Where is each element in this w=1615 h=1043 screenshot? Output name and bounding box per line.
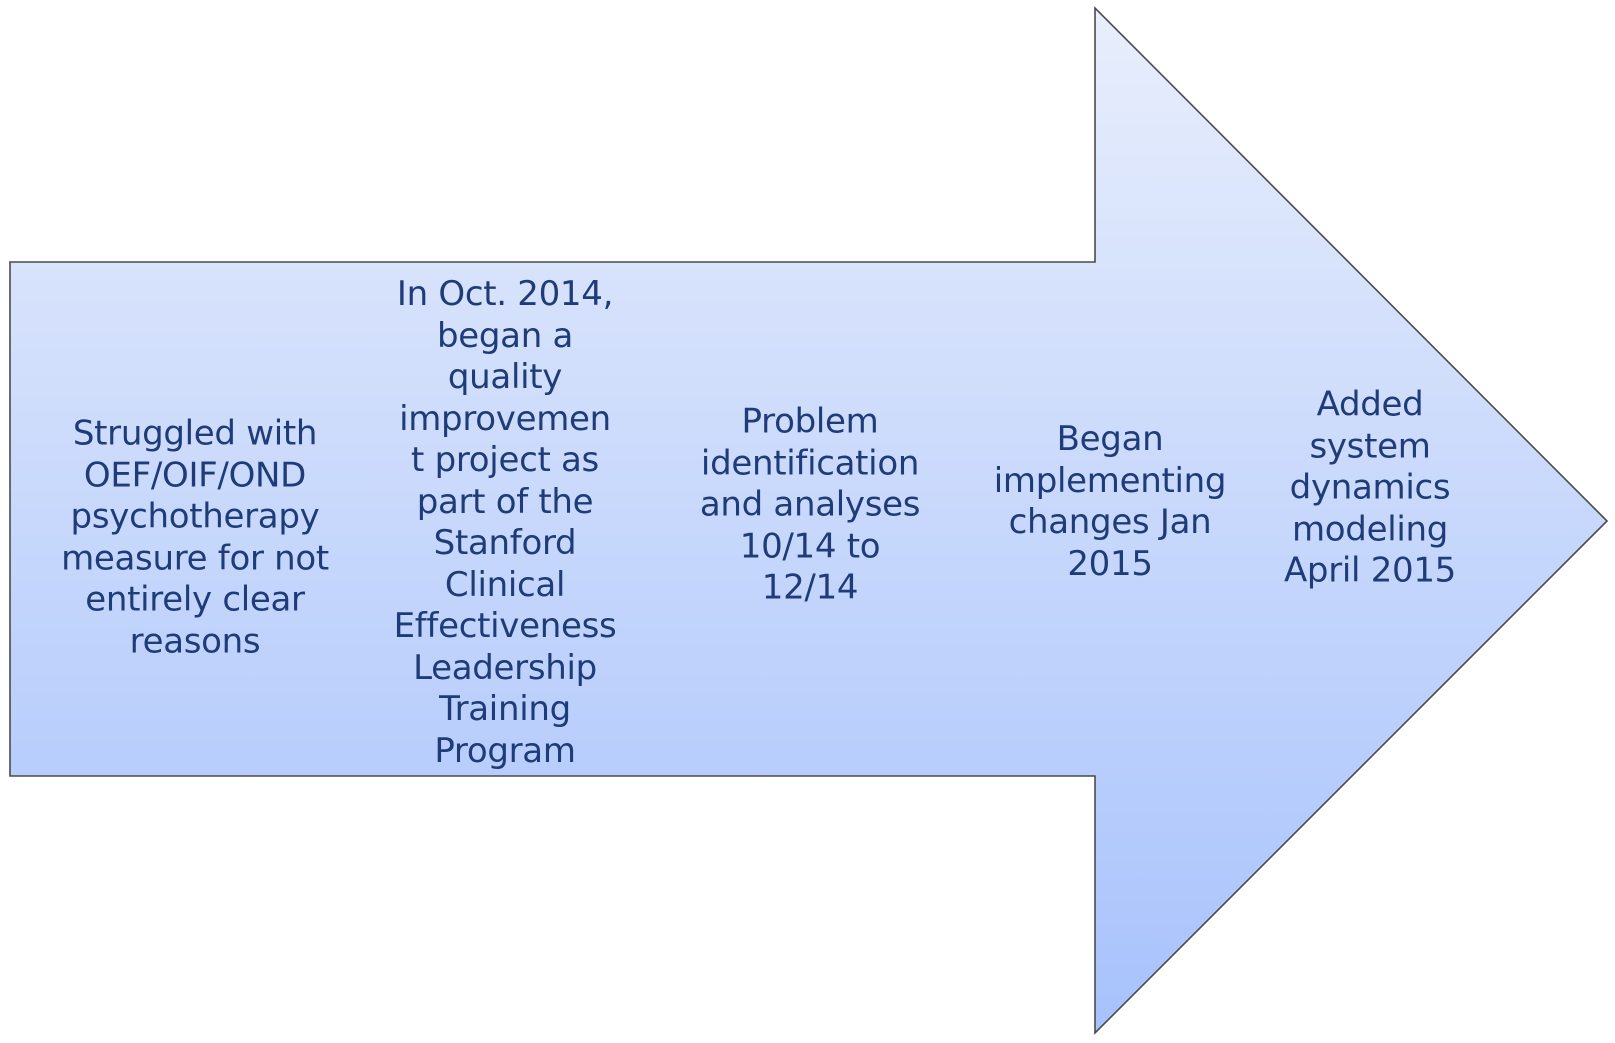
step-2-text: In Oct. 2014, began a quality improvemen… [393,274,617,771]
step-1-text: Struggled with OEF/OIF/OND psychotherapy… [61,413,329,662]
step-3-text: Problem identification and analyses 10/1… [699,401,921,608]
step-4-text: Began implementing changes Jan 2015 [993,419,1227,584]
arrow-shape [9,6,1609,1035]
step-5-text: Added system dynamics modeling April 201… [1283,384,1457,591]
